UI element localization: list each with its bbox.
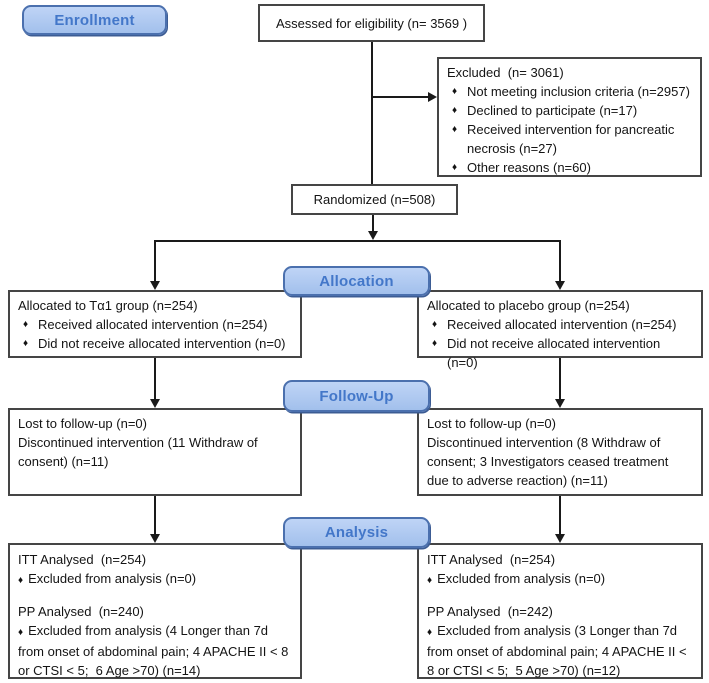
bullet-item-text: Did not receive allocated intervention (…: [447, 336, 664, 370]
analysis-right-itt-item-text: Excluded from analysis (n=0): [437, 571, 606, 586]
excluded-box: Excluded (n= 3061) ♦ Not meeting inclusio…: [437, 57, 702, 177]
bullet-item: ♦ Received allocated intervention (n=254): [18, 315, 292, 334]
bullet-icon: ♦: [432, 338, 438, 349]
arrowhead-analysis-right: [555, 534, 565, 543]
analysis-left-box: ITT Analysed (n=254) ♦Excluded from anal…: [8, 543, 302, 679]
split-line: [154, 240, 561, 242]
assessed-text: Assessed for eligibility (n= 3569 ): [275, 15, 468, 31]
analysis-right-pp-item-text: Excluded from analysis (3 Longer than 7d…: [427, 623, 691, 678]
bullet-item: ♦ Did not receive allocated intervention …: [427, 334, 693, 372]
arrowhead-followup-left: [150, 399, 160, 408]
stage-label-enrollment-text: Enrollment: [54, 11, 135, 29]
randomized-text: Randomized (n=508): [313, 192, 436, 207]
followup-right-box: Lost to follow-up (n=0) Discontinued int…: [417, 408, 703, 496]
analysis-right-pp-title: PP Analysed (n=242): [427, 604, 553, 619]
bullet-icon: ♦: [432, 319, 438, 330]
bullet-item: ♦ Received allocated intervention (n=254): [427, 315, 693, 334]
bullet-icon: ♦: [427, 627, 433, 638]
excluded-title: Excluded (n= 3061): [447, 65, 564, 80]
bullet-item-text: Received allocated intervention (n=254): [38, 317, 268, 332]
bullet-icon: ♦: [23, 319, 29, 330]
analysis-left-pp-item-text: Excluded from analysis (4 Longer than 7d…: [18, 623, 293, 678]
bullet-icon: ♦: [452, 105, 458, 116]
randomized-box: Randomized (n=508): [291, 184, 458, 215]
arrowhead-followup-right: [555, 399, 565, 408]
bullet-item-text: Received allocated intervention (n=254): [447, 317, 677, 332]
analysis-right-itt-item: ♦ Excluded from analysis (n=0): [427, 569, 693, 590]
analysis-left-itt-item: ♦ Excluded from analysis (n=0): [18, 569, 292, 590]
allocation-right-title: Allocated to placebo group (n=254): [427, 298, 630, 313]
followup-left-line2: Discontinued intervention (11 Withdraw o…: [18, 435, 262, 469]
bullet-icon: ♦: [23, 338, 29, 349]
stage-label-followup: Follow-Up: [283, 380, 430, 412]
followup-left-line1: Lost to follow-up (n=0): [18, 416, 147, 431]
allocation-left-items: ♦ Received allocated intervention (n=254)…: [18, 315, 292, 353]
arrowhead-excluded: [428, 92, 437, 102]
bullet-item: ♦ Not meeting inclusion criteria (n=2957): [447, 82, 692, 101]
stage-label-followup-text: Follow-Up: [319, 387, 394, 405]
bullet-icon: ♦: [18, 575, 24, 586]
arrowhead-allocation-right: [555, 281, 565, 290]
bullet-item-text: Did not receive allocated intervention (…: [38, 336, 286, 351]
analysis-right-itt-title: ITT Analysed (n=254): [427, 552, 556, 567]
stage-label-analysis: Analysis: [283, 517, 430, 548]
stage-label-allocation-text: Allocation: [319, 272, 394, 290]
analysis-left-pp-title: PP Analysed (n=240): [18, 604, 144, 619]
connector-to-excluded: [372, 96, 430, 98]
connector-followup-to-analysis-right: [559, 496, 561, 535]
bullet-icon: ♦: [452, 162, 458, 173]
stage-label-enrollment: Enrollment: [22, 5, 167, 35]
allocation-left-box: Allocated to Tα1 group (n=254) ♦ Received…: [8, 290, 302, 358]
bullet-item-text: Received intervention for pancreatic nec…: [467, 122, 679, 156]
allocation-left-title: Allocated to Tα1 group (n=254): [18, 298, 198, 313]
bullet-item-text: Other reasons (n=60): [467, 160, 591, 175]
bullet-icon: ♦: [452, 124, 458, 135]
stage-label-analysis-text: Analysis: [324, 524, 389, 541]
analysis-right-box: ITT Analysed (n=254) ♦Excluded from anal…: [417, 543, 703, 679]
allocation-right-box: Allocated to placebo group (n=254) ♦ Rece…: [417, 290, 703, 370]
bullet-item: ♦ Declined to participate (n=17): [447, 101, 692, 120]
bullet-item-text: Not meeting inclusion criteria (n=2957): [467, 84, 690, 99]
connector-allocation-to-followup-left: [154, 358, 156, 400]
bullet-icon: ♦: [427, 575, 433, 586]
allocation-right-items: ♦ Received allocated intervention (n=254)…: [427, 315, 693, 372]
analysis-left-itt-item-text: Excluded from analysis (n=0): [28, 571, 197, 586]
assessed-box: Assessed for eligibility (n= 3569 ): [258, 4, 485, 42]
bullet-item: ♦ Did not receive allocated intervention …: [18, 334, 292, 353]
connector-randomized-to-split: [372, 215, 374, 233]
bullet-icon: ♦: [18, 627, 24, 638]
connector-followup-to-analysis-left: [154, 496, 156, 535]
bullet-item: ♦ Other reasons (n=60): [447, 158, 692, 177]
followup-right-line2: Discontinued intervention (8 Withdraw of…: [427, 435, 672, 488]
followup-left-box: Lost to follow-up (n=0) Discontinued int…: [8, 408, 302, 496]
arrowhead-analysis-left: [150, 534, 160, 543]
arrowhead-allocation-left: [150, 281, 160, 290]
connector-split-to-allocation-right: [559, 240, 561, 282]
excluded-items: ♦ Not meeting inclusion criteria (n=2957)…: [447, 82, 692, 177]
analysis-left-pp-item: ♦Excluded from analysis (4 Longer than 7…: [18, 621, 292, 680]
arrowhead-split: [368, 231, 378, 240]
connector-split-to-allocation-left: [154, 240, 156, 282]
connector-assessed-to-randomized: [371, 42, 373, 184]
analysis-left-itt-title: ITT Analysed (n=254): [18, 552, 147, 567]
bullet-item-text: Declined to participate (n=17): [467, 103, 638, 118]
analysis-right-pp-item: ♦Excluded from analysis (3 Longer than 7…: [427, 621, 693, 680]
stage-label-allocation: Allocation: [283, 266, 430, 296]
followup-right-line1: Lost to follow-up (n=0): [427, 416, 556, 431]
bullet-icon: ♦: [452, 86, 458, 97]
bullet-item: ♦ Received intervention for pancreatic ne…: [447, 120, 692, 158]
connector-allocation-to-followup-right: [559, 358, 561, 400]
